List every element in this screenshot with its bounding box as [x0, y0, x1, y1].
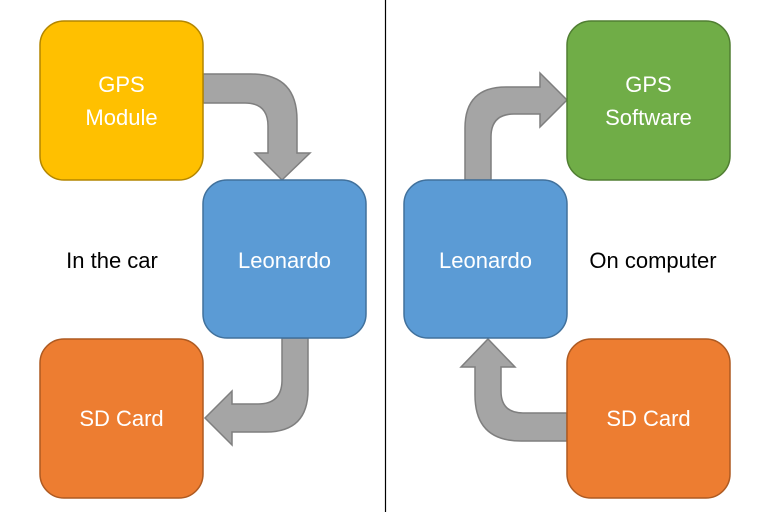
- gps-module-label-line2: Module: [85, 105, 157, 130]
- arrow-leonardo-to-sd: [203, 337, 309, 447]
- arrow-sd-to-leonardo: [459, 337, 568, 442]
- leonardo-box-left: Leonardo: [202, 179, 367, 339]
- caption-in-the-car: In the car: [66, 248, 158, 273]
- gps-software-label-line2: Software: [605, 105, 692, 130]
- gps-module-box: GPS Module: [39, 20, 204, 181]
- sd-card-box-right: SD Card: [566, 338, 731, 499]
- leonardo-box-right: Leonardo: [403, 179, 568, 339]
- arrow-gps-to-leonardo: [202, 73, 312, 182]
- sd-card-box-left: SD Card: [39, 338, 204, 499]
- sd-card-label-right: SD Card: [606, 406, 690, 431]
- gps-software-box: GPS Software: [566, 20, 731, 181]
- caption-on-computer: On computer: [589, 248, 716, 273]
- gps-module-label-line1: GPS: [98, 72, 144, 97]
- gps-software-label-line1: GPS: [625, 72, 671, 97]
- leonardo-label-left: Leonardo: [238, 248, 331, 273]
- arrow-leonardo-to-gps-software: [464, 71, 569, 181]
- leonardo-label-right: Leonardo: [439, 248, 532, 273]
- sd-card-label-left: SD Card: [79, 406, 163, 431]
